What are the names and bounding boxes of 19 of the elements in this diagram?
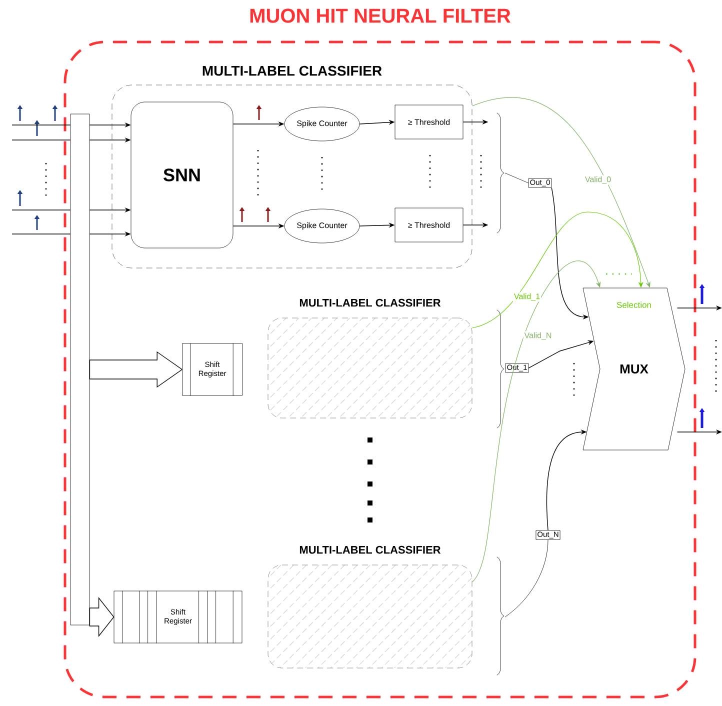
curved-arrow bbox=[472, 260, 601, 582]
threshold-box: ≥ Threshold bbox=[394, 208, 464, 242]
node-label: MULTI-LABEL CLASSIFIER bbox=[202, 66, 382, 76]
threshold-box: ≥ Threshold bbox=[394, 104, 464, 140]
signal-line bbox=[12, 124, 71, 126]
block-arrow bbox=[89, 597, 114, 638]
block-arrow bbox=[89, 351, 183, 388]
classifier-box: MULTI-LABEL CLASSIFIER bbox=[268, 546, 472, 668]
classifier-box: MULTI-LABEL CLASSIFIER bbox=[268, 298, 472, 418]
edge-label: Valid_0 bbox=[584, 175, 612, 185]
edge-label: Valid_N bbox=[523, 331, 553, 341]
node-label: MUON HIT NEURAL FILTER bbox=[250, 8, 511, 23]
mux-block: Selection MUX bbox=[582, 288, 686, 450]
curved-arrow bbox=[472, 212, 644, 328]
node-label: MULTI-LABEL CLASSIFIER bbox=[300, 546, 441, 554]
bus-bar bbox=[70, 114, 90, 626]
edge-label: Valid_1 bbox=[512, 292, 542, 302]
node-label: MULTI-LABEL CLASSIFIER bbox=[300, 298, 441, 307]
snn-box: SNN bbox=[130, 102, 234, 248]
